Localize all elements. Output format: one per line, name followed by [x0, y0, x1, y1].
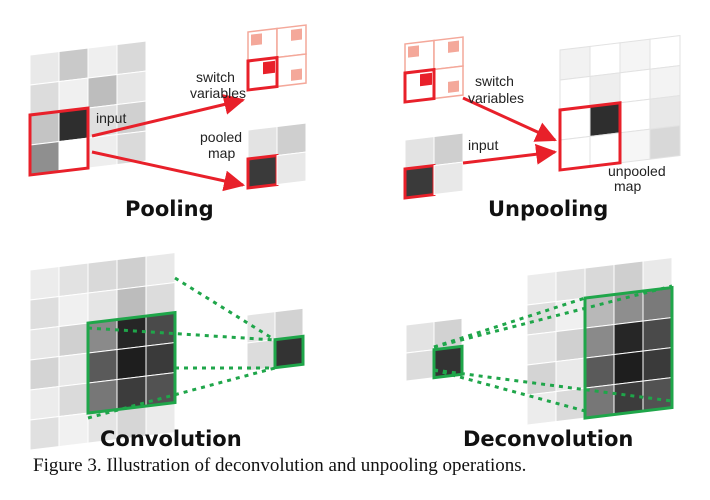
- unpooling-switch-label-1: switch: [475, 73, 514, 89]
- pooled-map-grid: [246, 122, 307, 190]
- convolution-panel: Convolution: [29, 252, 305, 451]
- convolution-input-grid: [29, 252, 177, 451]
- pooling-switch-label-1: switch: [196, 69, 235, 85]
- unpooled-window: [558, 101, 622, 172]
- convolution-title: Convolution: [100, 427, 242, 451]
- deconvolution-projection-lines: [433, 284, 673, 413]
- deconvolution-output-grid: [526, 257, 674, 426]
- unpooling-input-grid: [403, 132, 464, 200]
- unpooled-label-2: map: [614, 178, 641, 194]
- unpooling-switch-label-2: variables: [468, 90, 524, 106]
- pooling-switch-grid: [246, 24, 307, 92]
- pooling-arrow-to-switch: [91, 94, 246, 138]
- figure-caption: Figure 3. Illustration of deconvolution …: [33, 455, 527, 476]
- pooling-arrow-to-pooled: [91, 150, 246, 192]
- deconvolution-title: Deconvolution: [463, 427, 633, 451]
- convolution-projection-lines: [87, 276, 276, 420]
- unpooling-switch-grid: [403, 36, 464, 104]
- unpooling-title: Unpooling: [488, 197, 608, 221]
- pooled-label-1: pooled: [200, 129, 242, 145]
- unpooled-map-grid: [558, 35, 681, 172]
- pooling-input-window: [28, 106, 90, 177]
- convolution-filter-window: [86, 310, 177, 415]
- deconvolution-input-grid: [405, 317, 464, 382]
- unpooled-label-1: unpooled: [608, 163, 666, 179]
- deconvolution-panel: Deconvolution: [405, 257, 674, 451]
- unpooling-input-label: input: [468, 137, 498, 153]
- deconvolution-filter-window: [583, 285, 674, 420]
- pooling-input-label: input: [96, 110, 126, 126]
- pooling-title: Pooling: [125, 197, 214, 221]
- unpooling-arrow-switch: [462, 96, 557, 142]
- unpooling-panel: switch variables input unpooled map Unpo…: [403, 35, 681, 221]
- pooling-switch-label-2: variables: [190, 85, 246, 101]
- pooling-panel: input switch variables pooled map Poolin…: [28, 24, 307, 221]
- pooling-input-grid: [28, 40, 147, 177]
- pooled-label-2: map: [208, 145, 235, 161]
- unpooling-arrow-input: [462, 143, 558, 165]
